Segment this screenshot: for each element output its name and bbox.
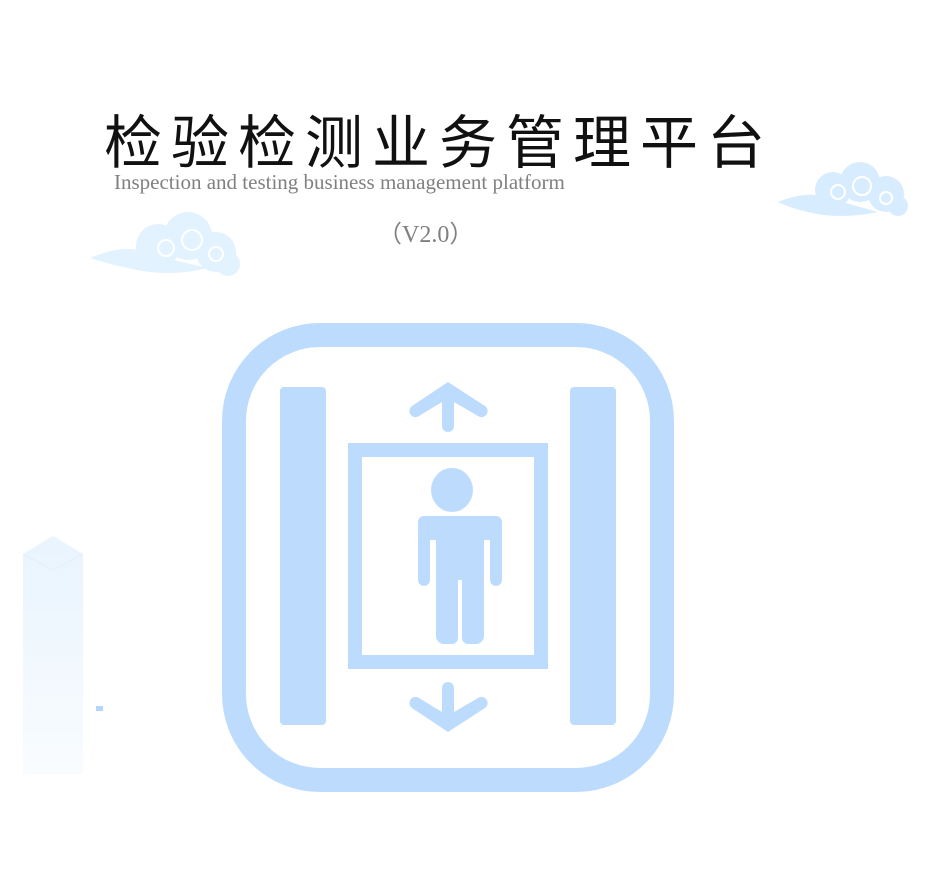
page-title: 检验检测业务管理平台 — [104, 109, 775, 177]
pillar-decoration-icon — [22, 536, 103, 774]
cloud-left-icon — [90, 212, 240, 276]
page-subtitle: Inspection and testing business manageme… — [114, 170, 565, 194]
version-label: （V2.0） — [378, 222, 474, 248]
elevator-icon — [222, 323, 674, 792]
cloud-right-icon — [778, 162, 908, 216]
